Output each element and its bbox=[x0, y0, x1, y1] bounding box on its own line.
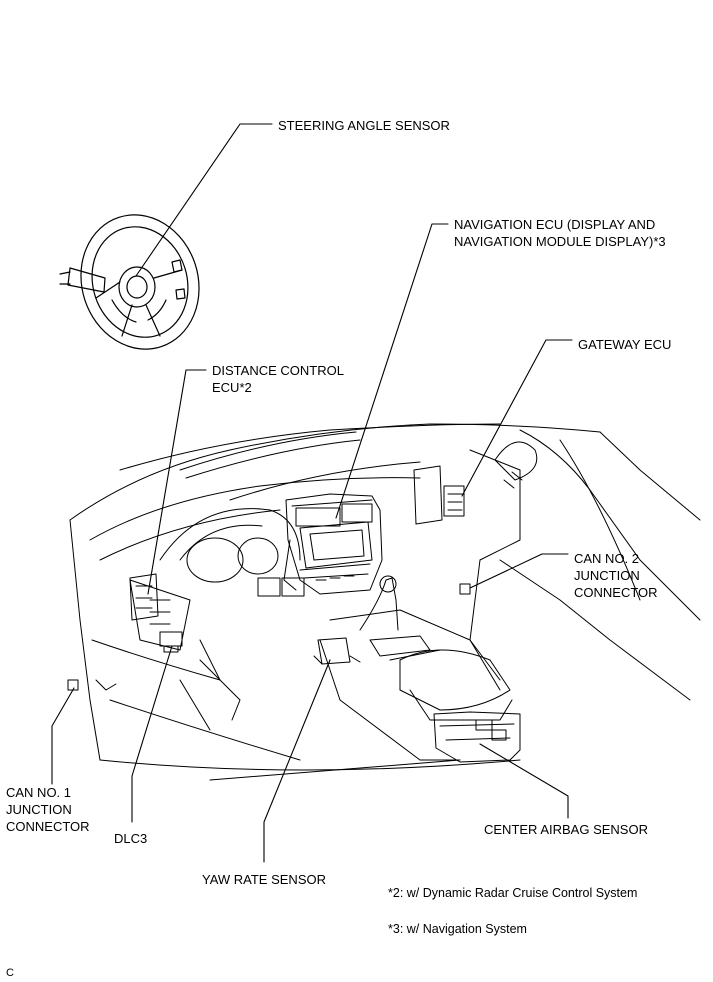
yaw-rate-sensor-label: YAW RATE SENSOR bbox=[202, 872, 326, 887]
distance-control-ecu-component bbox=[129, 573, 159, 621]
can-no1-label-line-2: JUNCTION bbox=[6, 802, 72, 817]
navigation-ecu-label-line-1: NAVIGATION ECU (DISPLAY AND bbox=[454, 217, 656, 232]
leader-can-no1 bbox=[51, 687, 75, 785]
distance-control-ecu-label-line-1: DISTANCE CONTROL bbox=[212, 363, 344, 378]
dlc3-component bbox=[159, 631, 183, 647]
center-console bbox=[319, 575, 521, 763]
can-no2-label-line-1: CAN NO. 2 bbox=[574, 551, 640, 566]
footnote-3: *3: w/ Navigation System bbox=[388, 922, 527, 936]
yaw-rate-sensor-component bbox=[317, 637, 351, 665]
leader-distance-control-ecu bbox=[147, 369, 207, 595]
can-no2-label-line-2: JUNCTION bbox=[574, 568, 640, 583]
leader-steering-angle-sensor bbox=[135, 123, 273, 277]
navigation-ecu-label: NAVIGATION ECU (DISPLAY AND NAVIGATION M… bbox=[454, 216, 666, 250]
can-no2-junction-connector-label: CAN NO. 2 JUNCTION CONNECTOR bbox=[574, 550, 658, 601]
dlc3-label: DLC3 bbox=[114, 831, 148, 846]
distance-control-ecu-label-line-2: ECU*2 bbox=[212, 380, 252, 395]
leader-yaw-rate-sensor bbox=[263, 659, 331, 863]
leader-dlc3 bbox=[131, 645, 173, 823]
navigation-ecu-label-line-2: NAVIGATION MODULE DISPLAY)*3 bbox=[454, 234, 666, 249]
steering-wheel-illustration bbox=[59, 214, 200, 350]
center-airbag-sensor-label: CENTER AIRBAG SENSOR bbox=[484, 822, 648, 837]
can-no2-label-line-3: CONNECTOR bbox=[574, 585, 658, 600]
leader-navigation-ecu bbox=[335, 223, 449, 519]
leader-can-no2 bbox=[469, 553, 569, 589]
footnote-2: *2: w/ Dynamic Radar Cruise Control Syst… bbox=[388, 886, 638, 900]
can-no1-label-line-3: CONNECTOR bbox=[6, 819, 90, 834]
can-no1-connector-component bbox=[67, 679, 79, 691]
can-no1-junction-connector-label: CAN NO. 1 JUNCTION CONNECTOR bbox=[6, 784, 90, 835]
gateway-ecu-component bbox=[413, 465, 443, 525]
components bbox=[67, 465, 471, 691]
dashboard-outline bbox=[69, 423, 701, 781]
leader-lines bbox=[51, 123, 573, 863]
distance-control-ecu-label: DISTANCE CONTROL ECU*2 bbox=[212, 362, 344, 396]
gateway-ecu-label: GATEWAY ECU bbox=[578, 337, 672, 352]
can-no2-connector-component bbox=[459, 583, 471, 595]
can-no1-label-line-1: CAN NO. 1 bbox=[6, 785, 72, 800]
center-stack-navigation-unit bbox=[283, 493, 383, 595]
figure-code: C bbox=[6, 967, 14, 979]
leader-gateway-ecu bbox=[461, 339, 573, 497]
leader-center-airbag-sensor bbox=[479, 743, 569, 819]
steering-angle-sensor-label: STEERING ANGLE SENSOR bbox=[278, 118, 450, 133]
